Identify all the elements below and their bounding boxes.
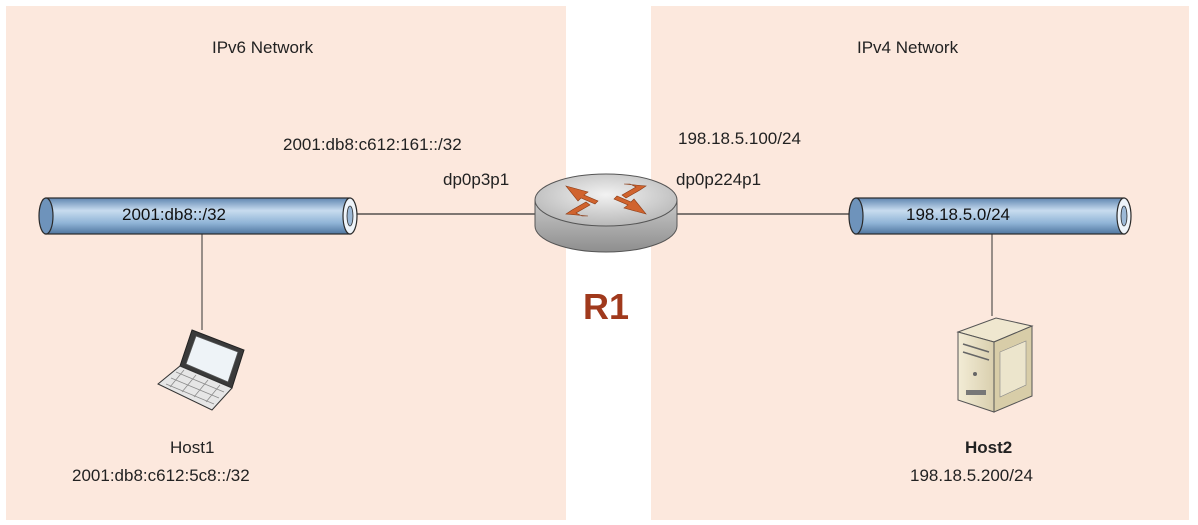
host2-address: 198.18.5.200/24: [910, 466, 1033, 485]
ipv4-network-zone: [651, 6, 1189, 520]
host2-name: Host2: [965, 438, 1013, 457]
router-icon: [534, 173, 678, 253]
ipv4-pipe-label: 198.18.5.0/24: [906, 205, 1010, 224]
ipv6-pipe-label: 2001:db8::/32: [122, 205, 226, 224]
ipv6-interface-name: dp0p3p1: [443, 170, 510, 189]
ipv4-interface-name: dp0p224p1: [676, 170, 762, 189]
ipv6-network-title: IPv6 Network: [212, 38, 314, 57]
server-icon: [956, 317, 1034, 413]
ipv6-network-zone: [6, 6, 566, 520]
ipv4-interface-address: 198.18.5.100/24: [678, 129, 801, 148]
ipv6-interface-address: 2001:db8:c612:161::/32: [283, 135, 462, 154]
router-label: R1: [583, 286, 630, 327]
host1-name: Host1: [170, 438, 215, 457]
host1-address: 2001:db8:c612:5c8::/32: [72, 466, 250, 485]
ipv6-segment-pipe: [38, 197, 358, 235]
ipv4-segment-pipe: [848, 197, 1132, 235]
laptop-icon: [157, 329, 245, 411]
ipv4-network-title: IPv4 Network: [857, 38, 959, 57]
